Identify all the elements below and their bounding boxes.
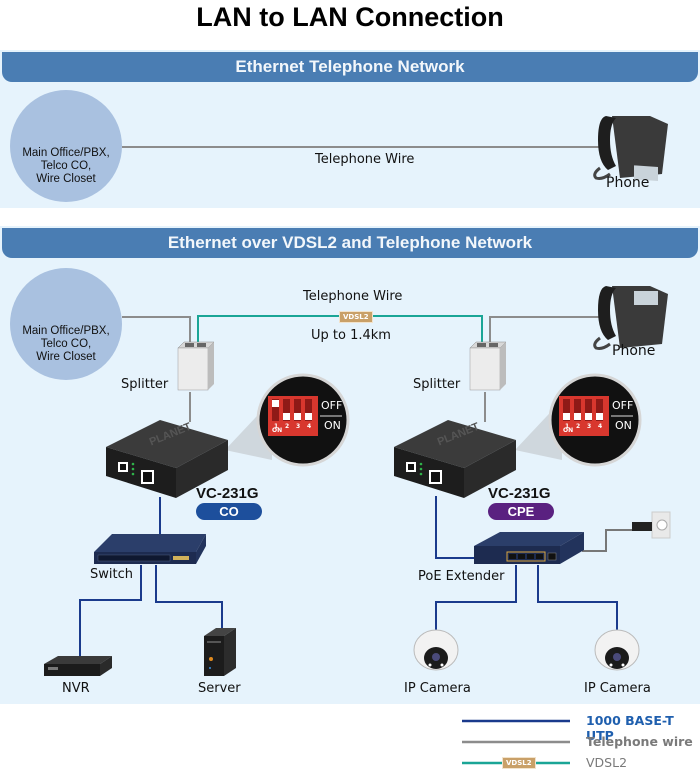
dip-switch-4-on: [305, 413, 312, 420]
s1-wire-label: Telephone Wire: [315, 152, 415, 167]
utp-switch-nvr: [79, 565, 142, 658]
site-line: Wire Closet: [36, 173, 96, 185]
site-line: Main Office/PBX,: [22, 325, 110, 337]
splitter-label-right: Splitter: [413, 377, 461, 392]
ip-camera-icon-2: [594, 629, 640, 671]
site-label-1: Main Office/PBX, Telco CO, Wire Closet: [10, 147, 122, 186]
legend-label-telephone: Telephone wire: [586, 734, 693, 749]
utp-switch-server: [155, 565, 223, 628]
site-circle-2: [10, 268, 122, 380]
ip-camera-icon-1: [413, 629, 459, 671]
dip-on-mark-co: ON: [272, 427, 283, 434]
switch-icon: [94, 534, 206, 564]
s2-phone-label: Phone: [612, 343, 656, 359]
legend-label-vdsl2: VDSL2: [586, 755, 628, 770]
poe-extender-icon: [474, 532, 584, 564]
dip-off-label-co: OFF: [321, 399, 343, 412]
utp-extender-camera1: [435, 565, 517, 632]
site-line: Wire Closet: [36, 351, 96, 363]
dip-switch-1-on: [563, 413, 570, 420]
splitter-label-left: Splitter: [121, 377, 169, 392]
dip-slot: [283, 399, 290, 421]
dip-number: 3: [587, 423, 591, 430]
dip-switch-3-on: [294, 413, 301, 420]
dip-number: 3: [296, 423, 300, 430]
mode-badge-co: CO: [196, 503, 262, 520]
dip-slot: [574, 399, 581, 421]
section2-header: Ethernet over VDSL2 and Telephone Networ…: [2, 228, 698, 258]
phone-icon-2: [593, 286, 668, 350]
dip-slot: [596, 399, 603, 421]
dip-on-label-cpe: ON: [615, 419, 632, 432]
dip-slot: [585, 399, 592, 421]
switch-label: Switch: [90, 567, 133, 582]
vc231g-co-device: PLANET: [106, 420, 228, 498]
dip-slot: [272, 399, 279, 421]
dip-switch-2-on: [283, 413, 290, 420]
dip-switch-1-off: [272, 400, 279, 407]
dip-slot: [563, 399, 570, 421]
model-label-cpe: VC-231G: [488, 485, 551, 502]
power-cord: [582, 529, 632, 552]
dip-switch-4-on: [596, 413, 603, 420]
legend-vdsl2-tag: VDSL2: [502, 757, 536, 769]
dip-on-mark-cpe: ON: [563, 427, 574, 434]
utp-extender-camera2: [537, 565, 618, 632]
dip-number: 1: [565, 423, 569, 430]
s1-phone-label: Phone: [606, 175, 650, 191]
dip-number: 2: [576, 423, 580, 430]
vc231g-cpe-device: PLANET: [394, 420, 516, 498]
model-label-co: VC-231G: [196, 485, 259, 502]
dip-number: 2: [285, 423, 289, 430]
ip-camera-label-1: IP Camera: [404, 681, 471, 696]
legend-label-utp: 1000 BASE-T UTP: [586, 713, 674, 743]
nvr-label: NVR: [62, 681, 90, 696]
dip-slot: [305, 399, 312, 421]
nvr-icon: [44, 656, 112, 676]
power-outlet-icon: [632, 511, 671, 539]
dip-number: 4: [598, 423, 602, 430]
site-line: Telco CO,: [40, 160, 92, 172]
section1-header: Ethernet Telephone Network: [2, 52, 698, 82]
ip-camera-label-2: IP Camera: [584, 681, 651, 696]
vdsl2-tag: VDSL2: [339, 311, 373, 323]
s2-wire-label: Telephone Wire: [303, 289, 403, 304]
dip-number: 1: [274, 423, 278, 430]
utp-cpe-extender: [435, 496, 480, 559]
page-title: LAN to LAN Connection: [196, 2, 504, 32]
site-line: Telco CO,: [40, 338, 92, 350]
splitter-icon-left: [177, 341, 215, 391]
s2-wire-splitter-phone: [489, 316, 610, 348]
dip-switch-2-on: [574, 413, 581, 420]
server-label: Server: [198, 681, 241, 696]
distance-label: Up to 1.4km: [311, 328, 391, 343]
poe-extender-label: PoE Extender: [418, 569, 505, 584]
server-icon: [204, 628, 236, 676]
site-label-2: Main Office/PBX, Telco CO, Wire Closet: [10, 325, 122, 364]
dip-switch-3-on: [585, 413, 592, 420]
site-circle-1: [10, 90, 122, 202]
dip-off-label-cpe: OFF: [612, 399, 634, 412]
dip-number: 4: [307, 423, 311, 430]
site-line: Main Office/PBX,: [22, 147, 110, 159]
dip-slot: [294, 399, 301, 421]
splitter-icon-right: [469, 341, 507, 391]
mode-badge-cpe: CPE: [488, 503, 554, 520]
s2-wire-office-splitter: [122, 316, 191, 348]
phone-icon-1: [593, 116, 668, 182]
dip-on-label-co: ON: [324, 419, 341, 432]
